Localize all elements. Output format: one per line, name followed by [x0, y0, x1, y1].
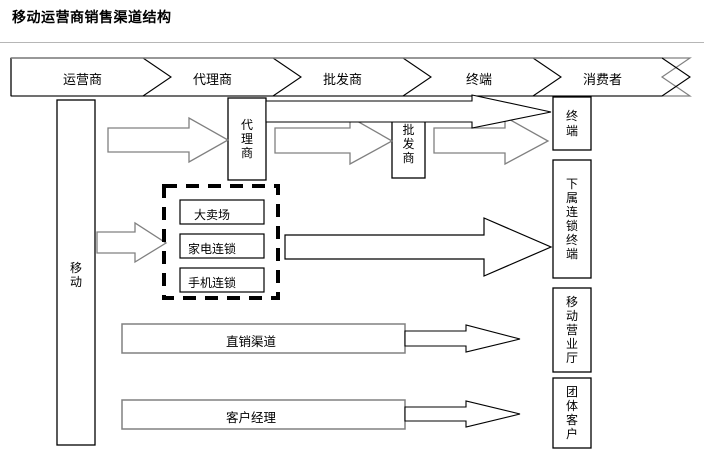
- agent-char: 商: [240, 146, 253, 161]
- agent-box-label: 代 理 商: [228, 98, 266, 180]
- group-customer-char: 团: [565, 384, 578, 399]
- retail-item-box: [179, 199, 265, 225]
- group-customer-char: 体: [565, 398, 578, 413]
- operator-box-label: 移 动: [57, 230, 95, 320]
- mobile-hall-char: 移: [565, 294, 578, 309]
- account-manager-bar: [121, 399, 406, 430]
- operator-char: 动: [69, 275, 82, 289]
- chain-terminal-char: 终: [565, 233, 578, 248]
- chain-terminal-char: 锁: [565, 219, 578, 233]
- chain-terminal-char: 连: [565, 204, 578, 219]
- wholesaler-box-label: 批 发 商: [392, 110, 425, 178]
- wholesaler-char: 批: [402, 122, 415, 137]
- account-manager-arrow-tip: [404, 400, 521, 428]
- terminal-char: 终: [565, 109, 578, 124]
- title-divider: [0, 42, 704, 43]
- wholesaler-char: 商: [402, 151, 415, 166]
- arrow-agent-to-wholesaler: [274, 115, 394, 166]
- terminal-char: 端: [565, 123, 578, 138]
- mobile-hall-char: 动: [565, 308, 578, 323]
- agent-char: 理: [240, 131, 253, 146]
- retail-group-dashed-box: [162, 184, 280, 300]
- chain-terminal-char: 端: [565, 247, 578, 262]
- terminal-box-label: 终 端: [553, 97, 591, 150]
- mobile-hall-box-label: 移 动 营 业 厅: [553, 288, 591, 372]
- chain-terminal-char: 属: [565, 190, 578, 205]
- mobile-hall-char: 厅: [565, 351, 578, 366]
- terminal-box: [552, 96, 592, 151]
- arrow-operator-to-agent: [107, 116, 230, 164]
- agent-box: [227, 97, 267, 181]
- mobile-hall-char: 业: [565, 337, 578, 352]
- mobile-hall-box: [552, 287, 592, 373]
- retail-item-box: [179, 267, 265, 293]
- channel-band: [10, 57, 692, 97]
- group-customer-char: 户: [565, 427, 578, 442]
- group-customer-char: 客: [565, 413, 578, 427]
- direct-channel-arrow-tip: [404, 324, 521, 353]
- chain-terminal-char: 下: [565, 176, 578, 191]
- group-customer-box-label: 团 体 客 户: [553, 378, 591, 448]
- chain-terminal-box-label: 下 属 连 锁 终 端: [553, 160, 591, 278]
- wholesaler-char: 发: [402, 136, 415, 151]
- page-title: 移动运营商销售渠道结构: [12, 10, 172, 26]
- agent-char: 代: [240, 117, 253, 132]
- arrow-wholesaler-to-terminal: [433, 115, 550, 166]
- mobile-hall-char: 营: [565, 322, 578, 337]
- direct-channel-bar: [121, 323, 406, 354]
- retail-item-box: [179, 233, 265, 259]
- arrow-agent-to-terminal-long: [265, 94, 552, 129]
- arrow-operator-to-retail-group: [96, 221, 168, 264]
- group-customer-box: [552, 377, 592, 449]
- operator-char: 移: [69, 260, 82, 275]
- operator-box: [56, 99, 96, 446]
- arrow-retail-to-chain-terminal: [284, 217, 553, 277]
- chain-terminal-box: [552, 159, 592, 279]
